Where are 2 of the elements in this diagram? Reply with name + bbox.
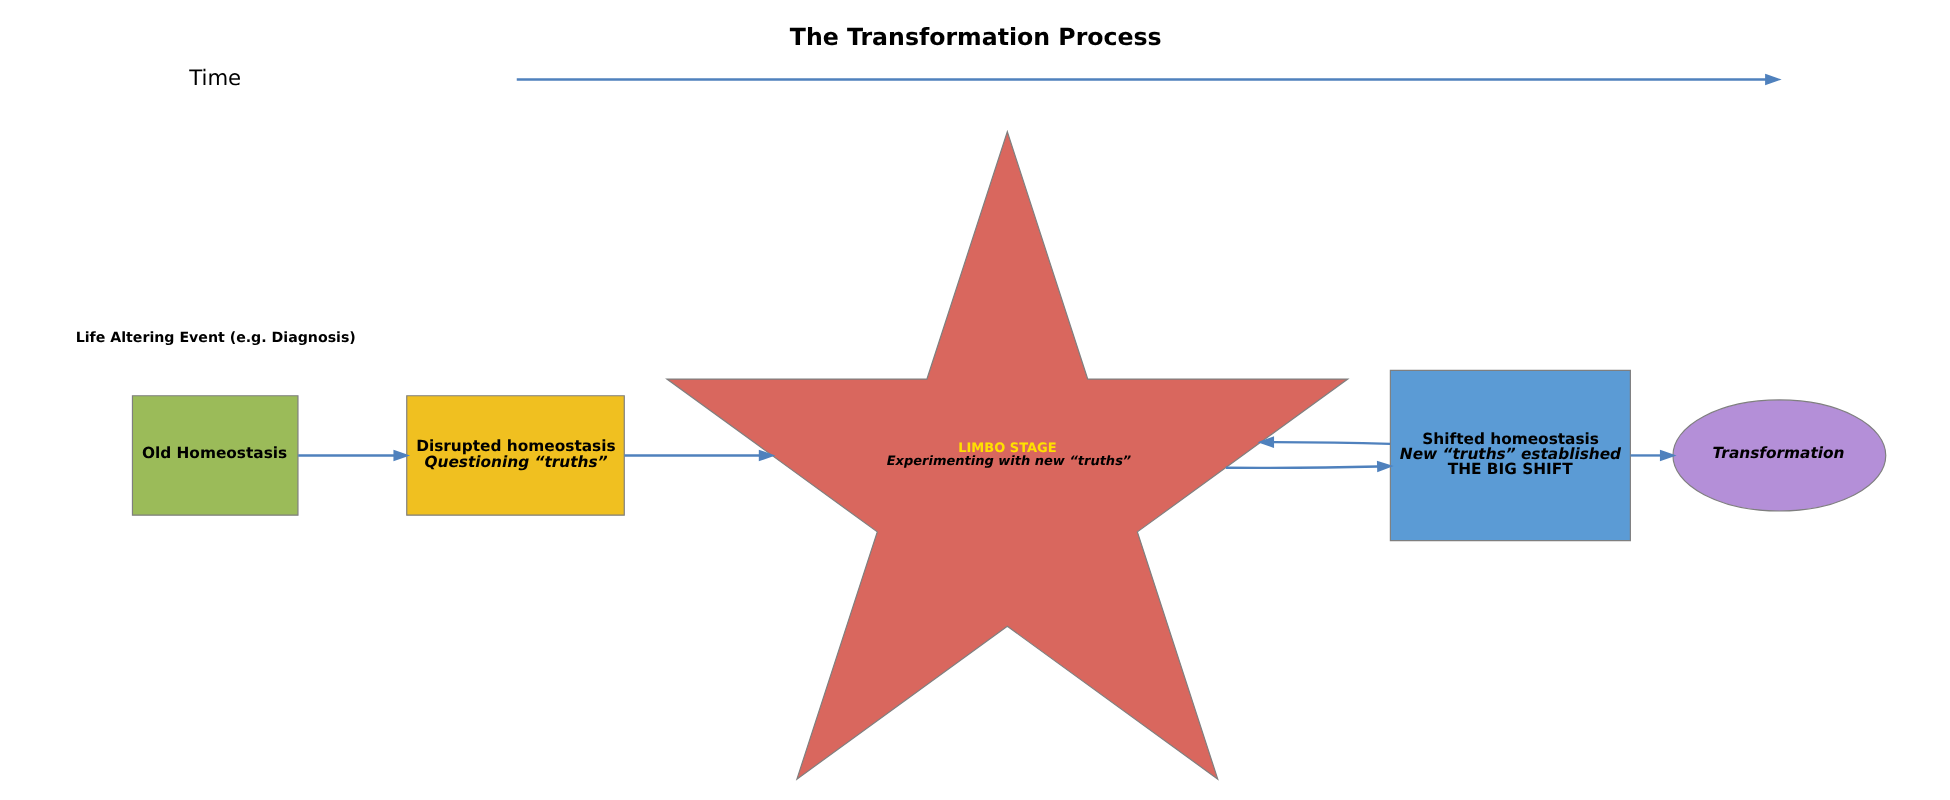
label: Time: [188, 63, 241, 90]
diagram-title: The Transformation Process: [788, 22, 1161, 51]
